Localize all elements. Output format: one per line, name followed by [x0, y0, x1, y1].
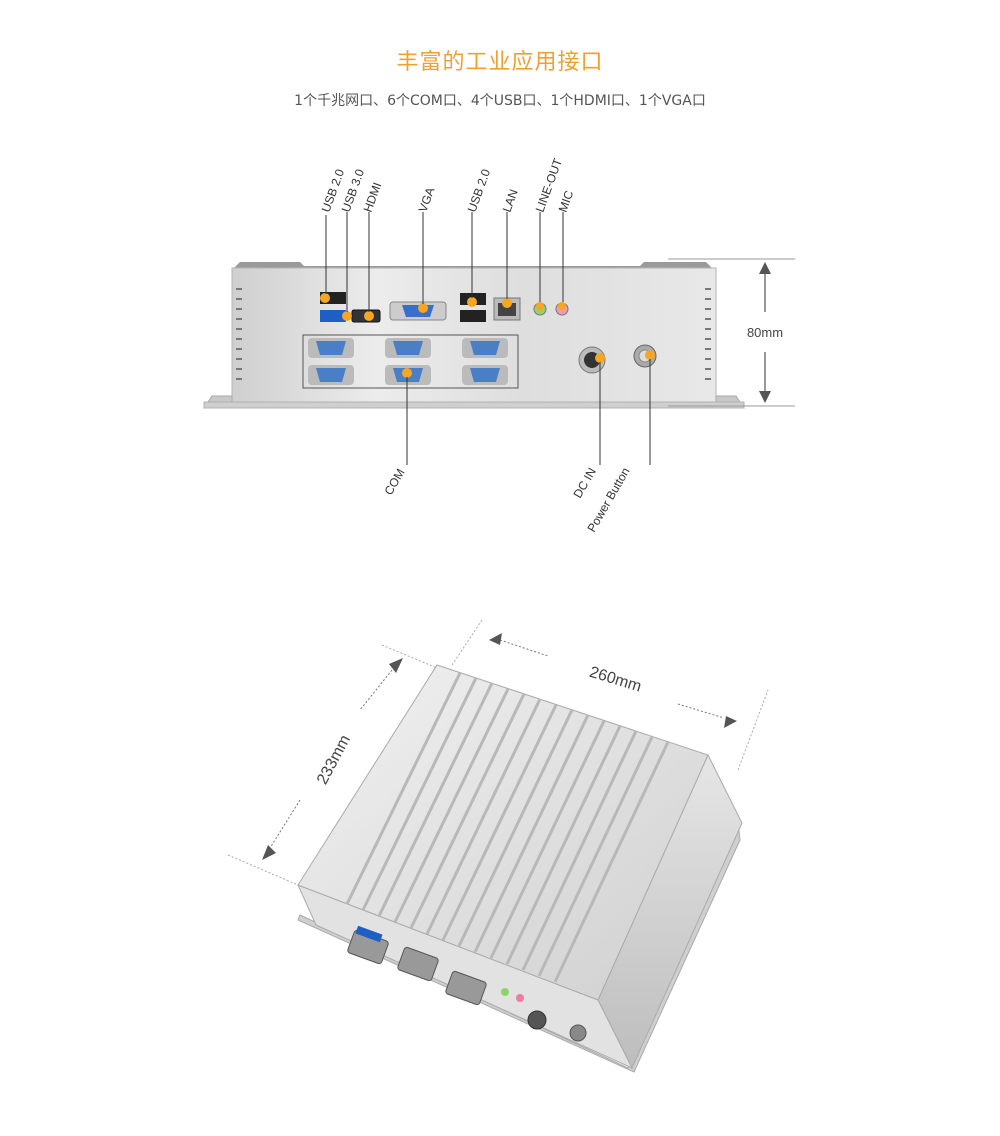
label-mic: MIC — [556, 188, 577, 214]
port-markers — [320, 293, 655, 378]
heatsink-fins — [345, 672, 670, 983]
height-label: 80mm — [747, 325, 783, 340]
label-vga: VGA — [416, 185, 438, 214]
chassis-front-ports — [347, 925, 587, 1042]
front-panel: USB 2.0 USB 3.0 HDMI VGA USB 2.0 LAN LIN… — [203, 156, 795, 535]
height-dimension: 80mm — [668, 258, 795, 407]
com-port-group — [302, 334, 519, 389]
com-ports — [308, 338, 508, 385]
label-com: COM — [381, 466, 407, 497]
label-lan: LAN — [500, 187, 521, 214]
usb-port-stack-right — [460, 293, 486, 322]
lan-port — [493, 297, 521, 321]
chassis-3d: 260mm 233mm — [227, 619, 769, 1073]
depth-label: 233mm — [314, 732, 354, 787]
leader-lines — [325, 212, 651, 465]
label-dc-in: DC IN — [570, 465, 598, 500]
label-usb20-right: USB 2.0 — [465, 167, 494, 214]
section-title: 丰富的工业应用接口 — [396, 50, 604, 75]
section-subtitle: 1个千兆网口、6个COM口、4个USB口、1个HDMI口、1个VGA口 — [294, 93, 706, 109]
width-label: 260mm — [587, 664, 643, 696]
vga-port — [389, 301, 447, 321]
label-hdmi: HDMI — [361, 180, 385, 214]
